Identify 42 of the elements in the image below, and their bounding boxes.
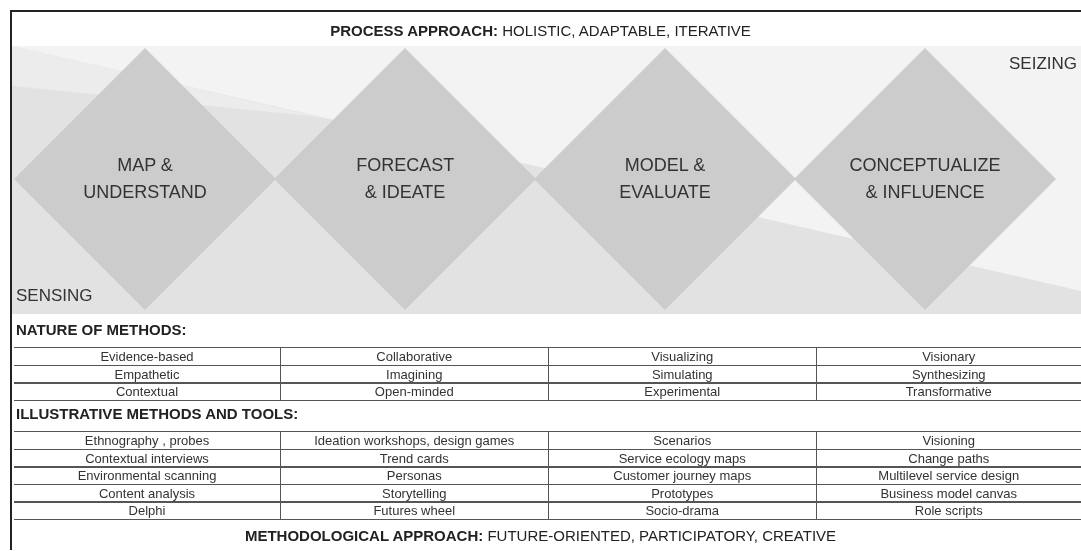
table-cell: Collaborative [280, 347, 548, 366]
table-cell: Ethnography , probes [14, 431, 280, 450]
section-heading: ILLUSTRATIVE METHODS AND TOOLS: [16, 405, 299, 422]
table-cell: Visioning [816, 431, 1081, 450]
axis-label: SENSING [16, 286, 93, 306]
table-cell: Simulating [548, 364, 816, 384]
section-heading: NATURE OF METHODS: [16, 321, 187, 338]
table-cell: Experimental [548, 382, 816, 401]
phase-label: FORECAST & IDEATE [356, 154, 454, 204]
table-cell: Role scripts [816, 501, 1081, 520]
table-cell: Scenarios [548, 431, 816, 450]
table-cell: Multilevel service design [816, 466, 1081, 485]
caption: METHODOLOGICAL APPROACH: FUTURE-ORIENTED, PARTICIPATORY, CREATIVE [243, 527, 838, 544]
table-cell: Visionary [816, 347, 1081, 366]
table-cell: Imagining [280, 364, 548, 384]
table-cell: Contextual interviews [14, 448, 280, 468]
table-cell: Socio-drama [548, 501, 816, 520]
table-cell: Contextual [14, 382, 280, 401]
table-cell: Futures wheel [280, 501, 548, 520]
table-cell: Business model canvas [816, 483, 1081, 503]
phase-label: MAP & UNDERSTAND [83, 154, 207, 204]
table-cell: Visualizing [548, 347, 816, 366]
table-cell: Service ecology maps [548, 448, 816, 468]
table-cell: Storytelling [280, 483, 548, 503]
table-cell: Ideation workshops, design games [280, 431, 548, 450]
table-cell: Content analysis [14, 483, 280, 503]
table-cell: Trend cards [280, 448, 548, 468]
table-cell: Synthesizing [816, 364, 1081, 384]
table-cell: Environmental scanning [14, 466, 280, 485]
table-cell: Customer journey maps [548, 466, 816, 485]
table-cell: Prototypes [548, 483, 816, 503]
axis-label: SEIZING [1009, 54, 1077, 74]
table-cell: Delphi [14, 501, 280, 520]
phase-label: CONCEPTUALIZE & INFLUENCE [849, 154, 1001, 204]
table-cell: Evidence-based [14, 347, 280, 366]
table-cell: Open-minded [280, 382, 548, 401]
table-cell: Personas [280, 466, 548, 485]
table-cell: Change paths [816, 448, 1081, 468]
table-cell: Transformative [816, 382, 1081, 401]
table-cell: Empathetic [14, 364, 280, 384]
title: PROCESS APPROACH: HOLISTIC, ADAPTABLE, ITERATIVE [329, 22, 752, 39]
phase-label: MODEL & EVALUATE [619, 154, 711, 204]
